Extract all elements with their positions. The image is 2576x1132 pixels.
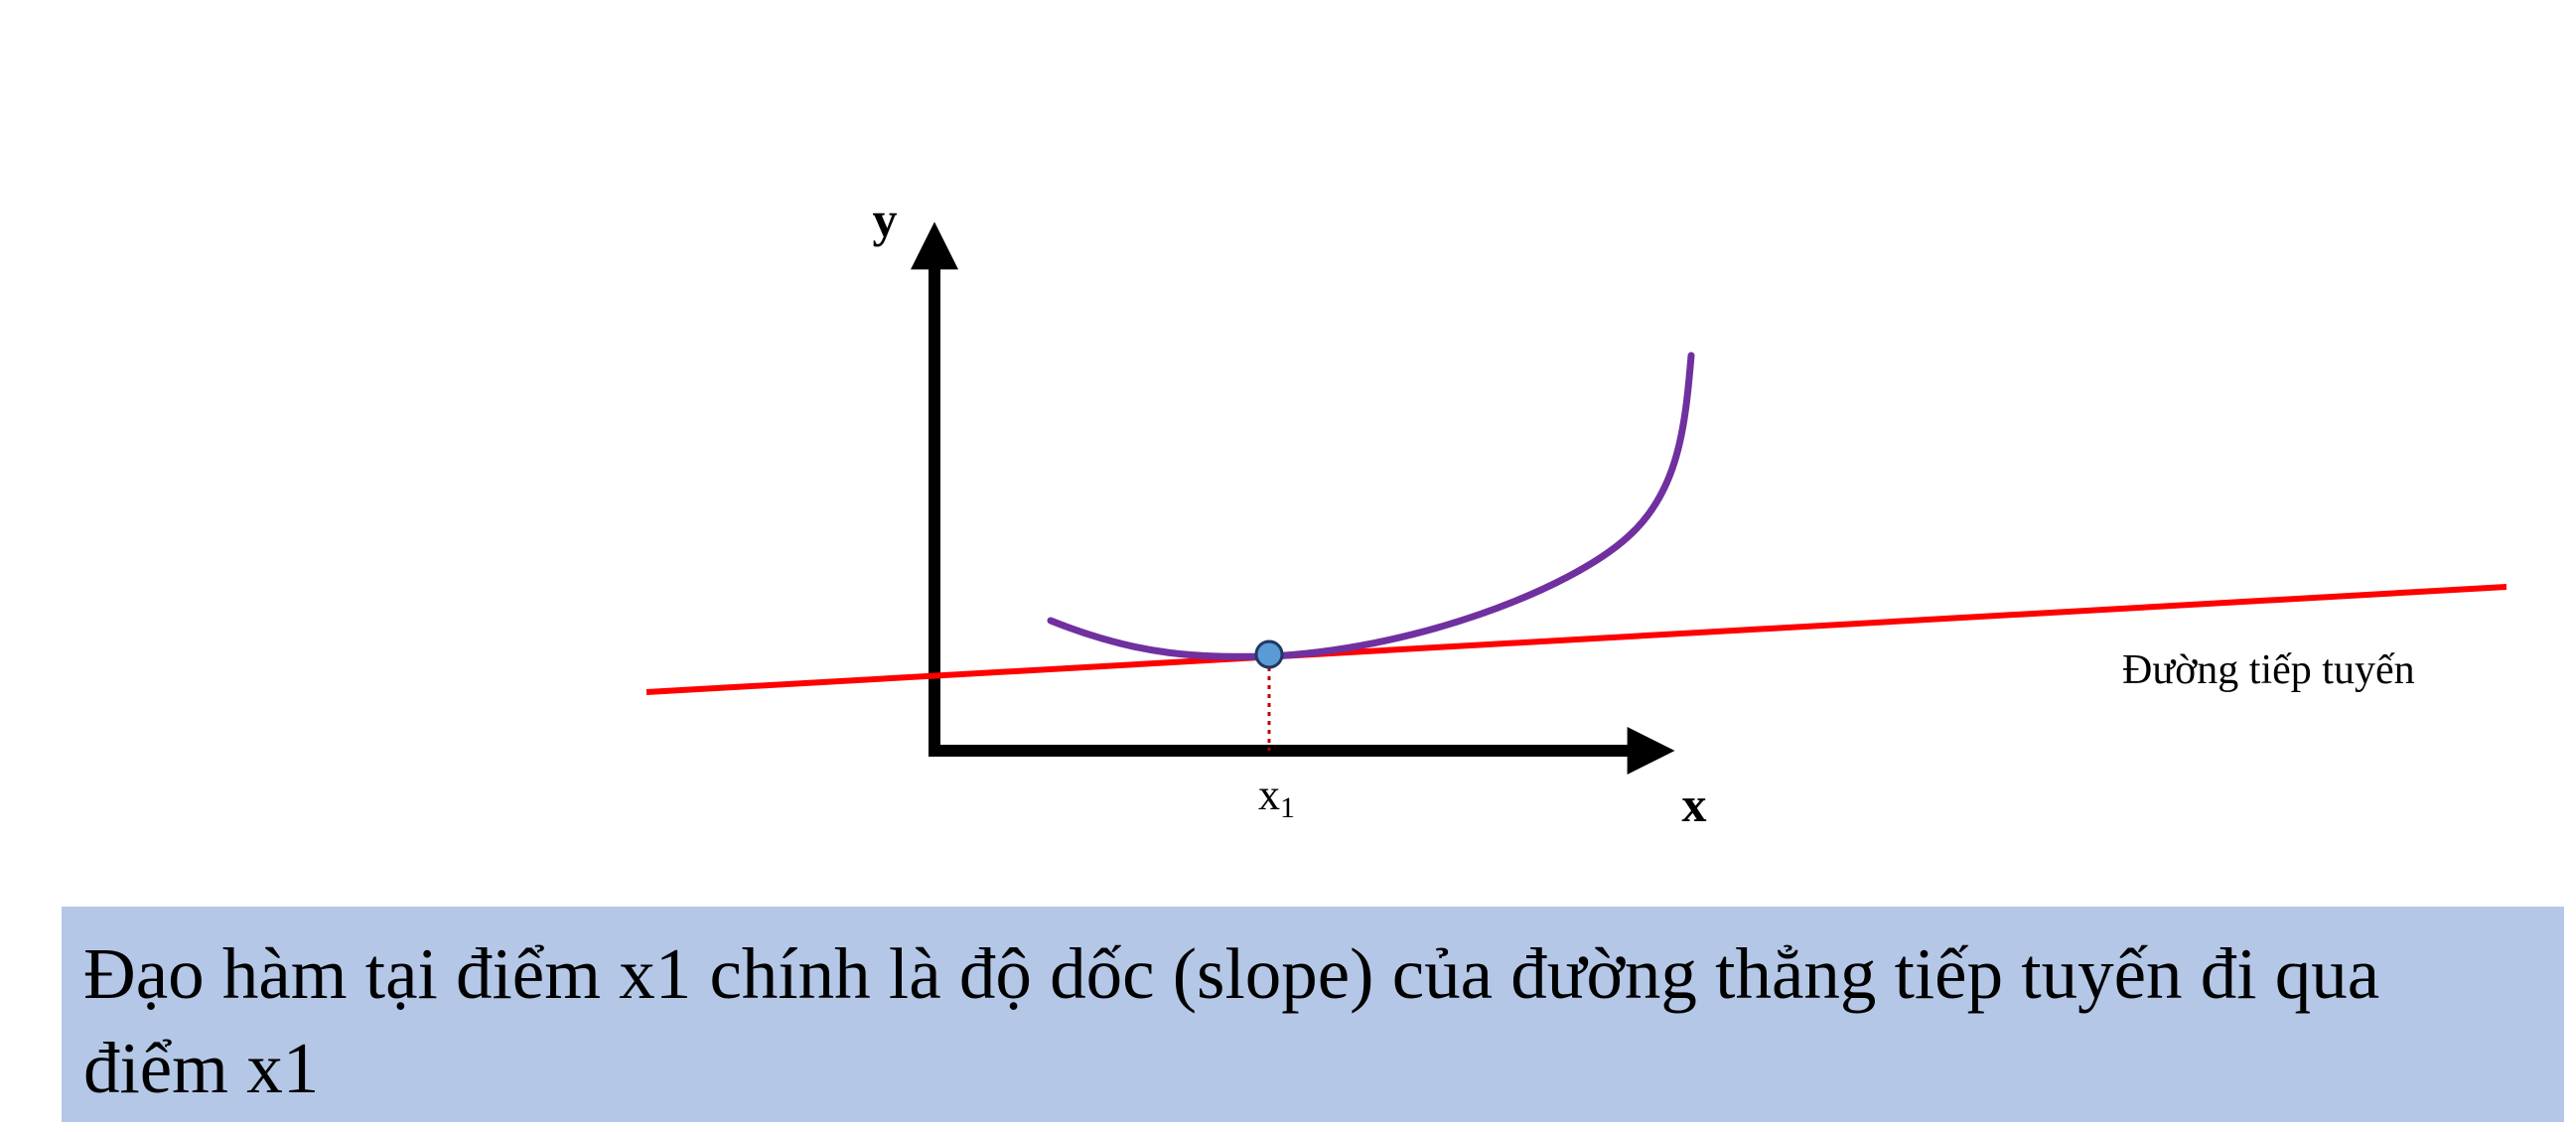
caption-text: Đạo hàm tại điểm x1 chính là độ dốc (slo… [83,933,2380,1108]
x-axis-label: x [1682,777,1707,832]
function-curve [1047,352,1695,660]
caption-box: Đạo hàm tại điểm x1 chính là độ dốc (slo… [62,907,2564,1122]
x1-label: x1 [1258,771,1295,824]
y-axis-label: y [873,192,898,247]
tangent-line [645,584,2507,695]
tangent-line-label: Đường tiếp tuyến [2122,647,2415,693]
tangent-point [1254,639,1284,669]
